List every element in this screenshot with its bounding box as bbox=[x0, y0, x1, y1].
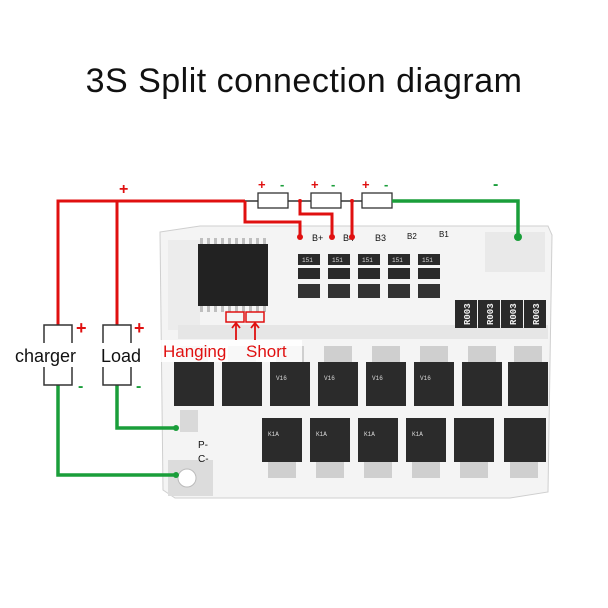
svg-text:V16: V16 bbox=[372, 375, 383, 382]
svg-text:151: 151 bbox=[332, 257, 343, 264]
label-b-plus: B+ bbox=[312, 233, 323, 243]
solder-pads bbox=[225, 311, 265, 340]
svg-text:151: 151 bbox=[392, 257, 403, 264]
label-c-minus: C- bbox=[198, 454, 209, 465]
svg-text:V16: V16 bbox=[276, 375, 287, 382]
short-label: Short bbox=[246, 342, 287, 361]
res1-plus: + bbox=[258, 177, 266, 192]
charger-label: charger bbox=[15, 346, 76, 366]
svg-text:K1A: K1A bbox=[412, 431, 423, 438]
sense-resistor-label-3: R003 bbox=[509, 303, 519, 325]
label-p-minus: P- bbox=[198, 440, 208, 451]
res1-minus: - bbox=[280, 177, 284, 192]
hanging-label: Hanging bbox=[163, 342, 226, 361]
label-b1: B1 bbox=[439, 230, 449, 239]
load-plus: + bbox=[134, 318, 145, 338]
load-label: Load bbox=[101, 346, 141, 366]
positive-wire bbox=[56, 199, 245, 325]
small-resistor-array: 151 151 151 151 151 bbox=[298, 254, 440, 298]
label-b4: B4 bbox=[343, 233, 354, 243]
bms-ic-chip bbox=[198, 238, 268, 312]
svg-text:V16: V16 bbox=[420, 375, 431, 382]
res3-plus: + bbox=[362, 177, 370, 192]
page-title: 3S Split connection diagram bbox=[85, 62, 523, 100]
svg-text:151: 151 bbox=[422, 257, 433, 264]
main-plus-sign: + bbox=[119, 181, 128, 198]
sense-resistor-label-2: R003 bbox=[486, 303, 496, 325]
res3-minus: - bbox=[384, 177, 388, 192]
negative-wire bbox=[56, 199, 520, 477]
balance-tap-wires bbox=[243, 201, 354, 236]
charger-minus: - bbox=[78, 378, 83, 395]
svg-text:151: 151 bbox=[362, 257, 373, 264]
svg-text:K1A: K1A bbox=[316, 431, 327, 438]
load-minus: - bbox=[136, 378, 141, 395]
sense-resistors: R003 R003 R003 R003 bbox=[455, 300, 546, 328]
svg-text:151: 151 bbox=[302, 257, 313, 264]
battery-minus-sign: - bbox=[493, 176, 498, 193]
charger-plus: + bbox=[76, 318, 87, 338]
svg-text:K1A: K1A bbox=[364, 431, 375, 438]
balance-resistors bbox=[245, 192, 393, 209]
res2-plus: + bbox=[311, 177, 319, 192]
mosfet-row-top: V16 V16 V16 V16 bbox=[174, 346, 548, 406]
sense-resistor-label-1: R003 bbox=[463, 303, 473, 325]
svg-text:V16: V16 bbox=[324, 375, 335, 382]
label-b3: B3 bbox=[375, 233, 386, 243]
sense-resistor-label-4: R003 bbox=[532, 303, 542, 325]
res2-minus: - bbox=[331, 177, 335, 192]
mosfet-row-bottom: K1A K1A K1A K1A bbox=[262, 418, 546, 478]
label-b2: B2 bbox=[407, 232, 417, 241]
svg-text:K1A: K1A bbox=[268, 431, 279, 438]
